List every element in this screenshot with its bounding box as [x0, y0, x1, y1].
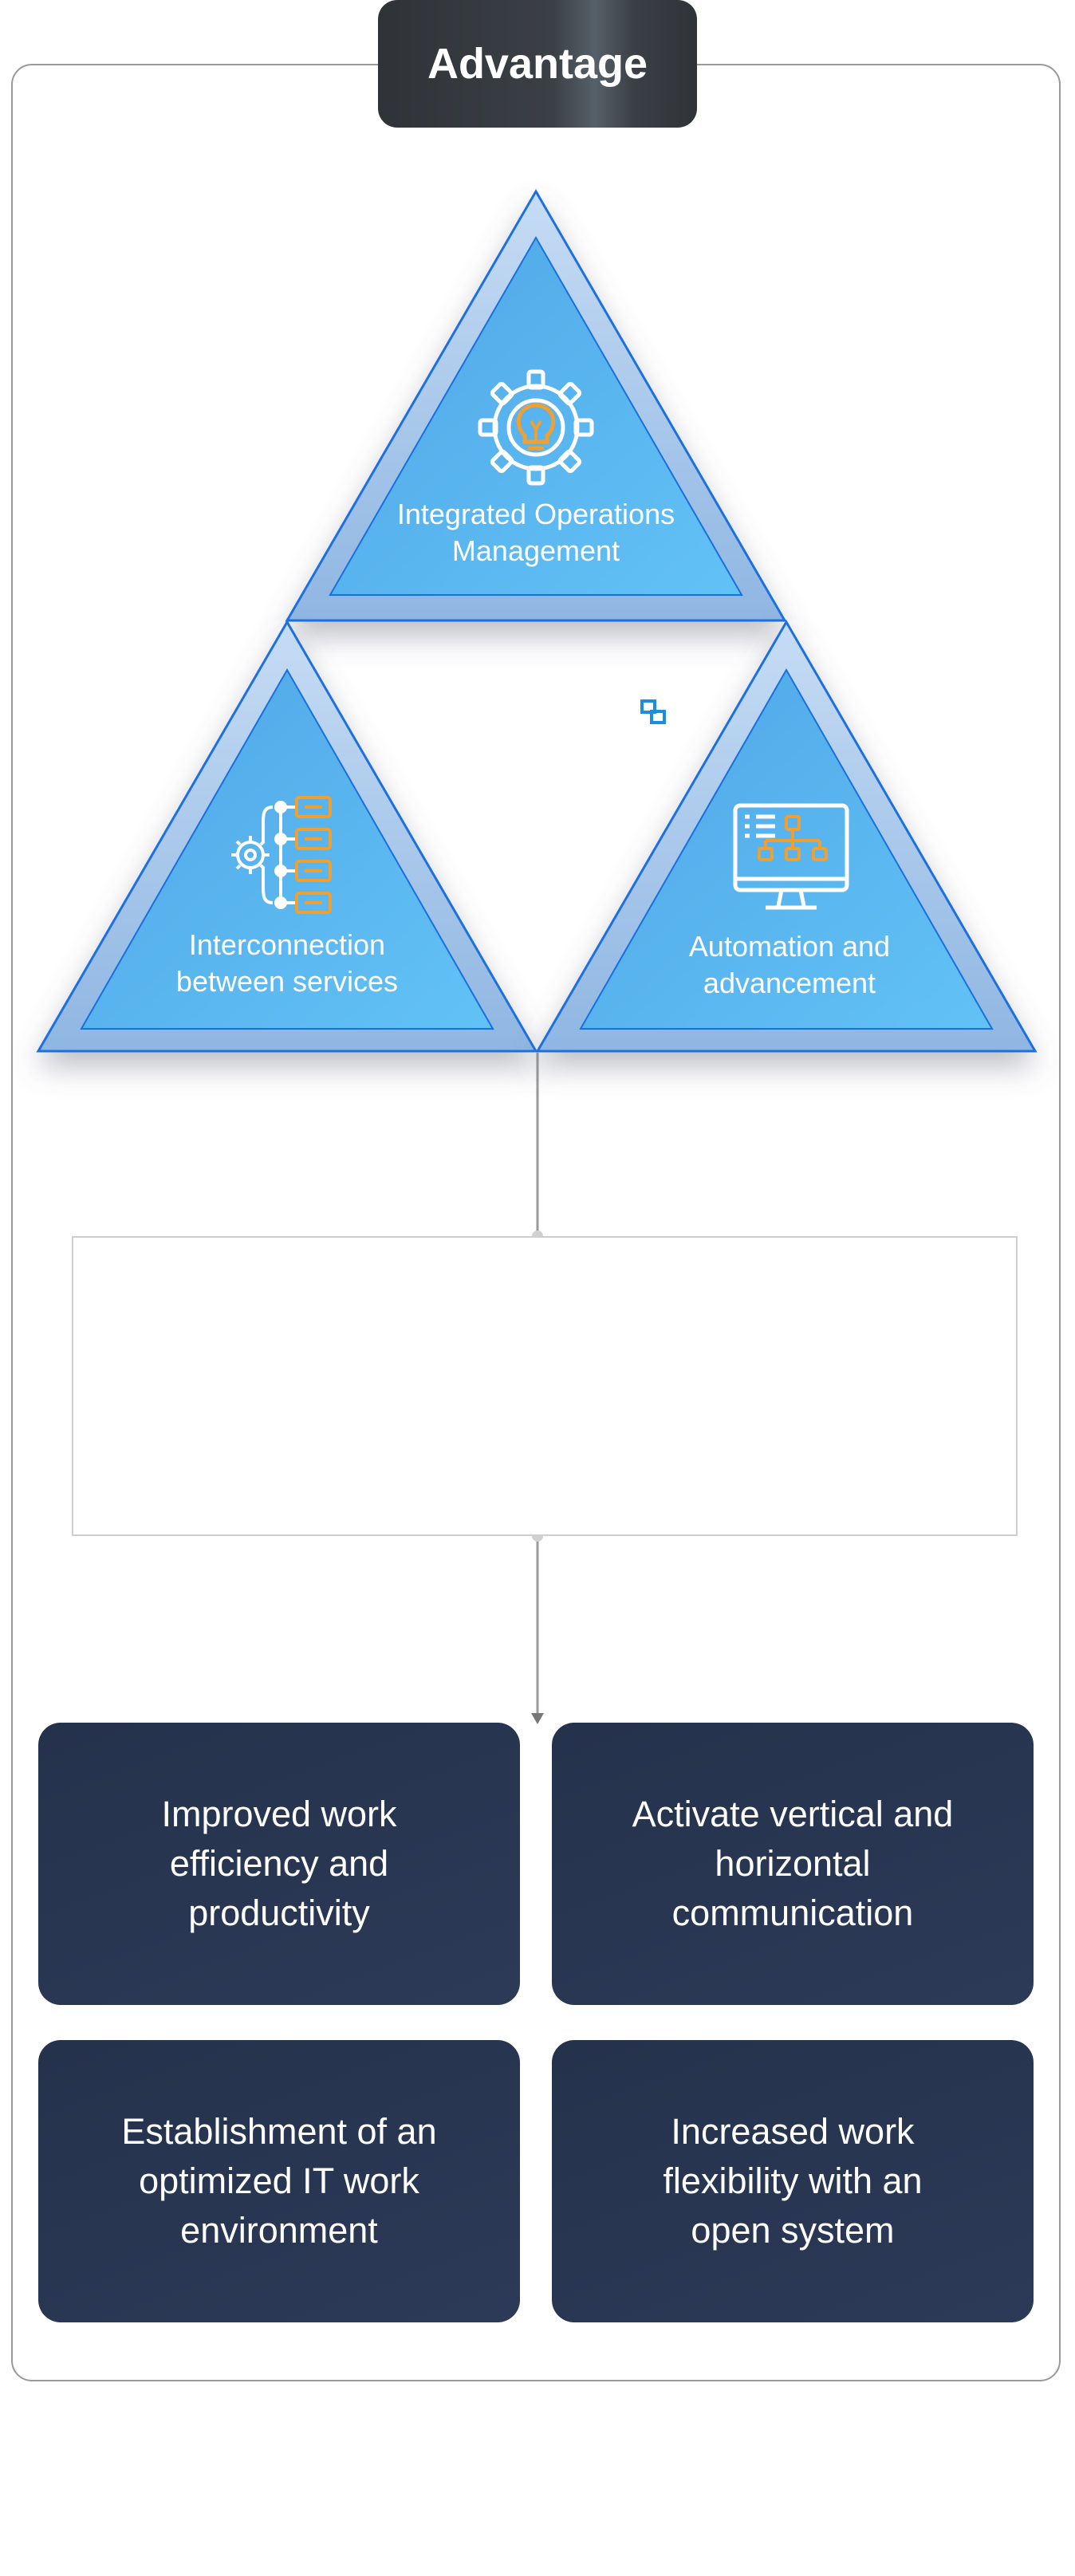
card-4-line1: Increased work: [671, 2111, 915, 2152]
link-squares-icon: [640, 699, 666, 724]
triangle-right-label: Automation and advancement: [638, 928, 941, 1002]
triangle-top-label-line2: Management: [451, 534, 620, 567]
triangle-left-label: Interconnection between services: [136, 927, 439, 1000]
triangle-top-label-line1: Integrated Operations: [396, 498, 675, 530]
card-2-line1: Activate vertical and: [632, 1794, 954, 1834]
card-2-line2: horizontal: [715, 1843, 871, 1884]
triangle-right-label-line2: advancement: [703, 967, 876, 999]
triangle-left: [36, 620, 538, 1053]
card-1-line2: efficiency and: [169, 1843, 389, 1884]
card-1-line3: productivity: [188, 1893, 370, 1933]
card-1-line1: Improved work: [161, 1794, 397, 1834]
advantage-card-1: Improved work efficiency and productivit…: [38, 1723, 520, 2005]
card-3-line2: optimized IT work: [139, 2160, 419, 2201]
card-3-line3: environment: [180, 2210, 378, 2251]
page-title: Advantage: [378, 0, 697, 128]
card-3-line1: Establishment of an: [121, 2111, 437, 2152]
triangle-top-label: Integrated Operations Management: [376, 496, 695, 569]
card-4-line2: flexibility with an: [663, 2160, 923, 2201]
triangle-left-label-line1: Interconnection: [188, 928, 386, 961]
empty-content-box: [72, 1236, 1018, 1536]
card-2-line3: communication: [671, 1893, 914, 1933]
advantage-card-4: Increased work flexibility with an open …: [552, 2040, 1034, 2322]
triangle-left-label-line2: between services: [175, 965, 399, 998]
triangle-right-label-line1: Automation and: [688, 930, 891, 963]
connector-arrowhead: [531, 1713, 544, 1724]
monitor-hierarchy-icon: [733, 803, 849, 910]
gear-lightbulb-icon: [478, 369, 594, 486]
gear-network-list-icon: [231, 796, 332, 914]
card-4-line3: open system: [691, 2210, 895, 2251]
advantage-card-3: Establishment of an optimized IT work en…: [38, 2040, 520, 2322]
advantage-card-2: Activate vertical and horizontal communi…: [552, 1723, 1034, 2005]
